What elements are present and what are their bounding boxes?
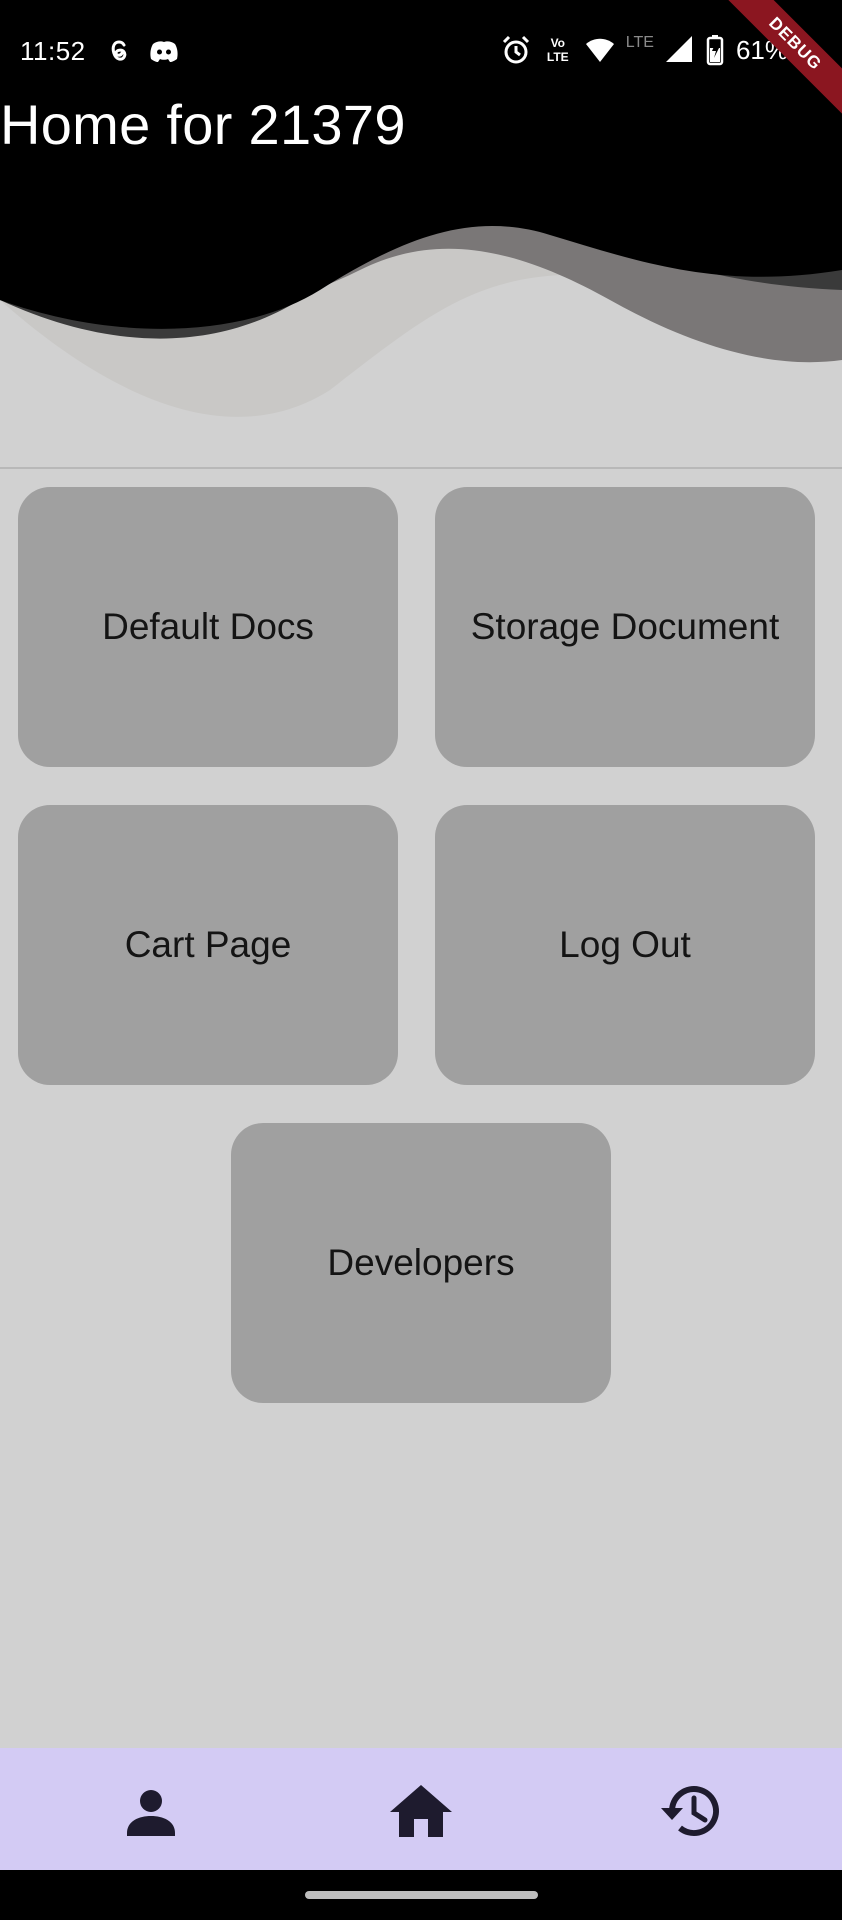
history-icon — [661, 1786, 719, 1837]
nav-home-button[interactable] — [386, 1776, 456, 1846]
nav-history-button[interactable] — [656, 1776, 726, 1846]
signal-icon — [664, 34, 696, 66]
alarm-icon — [500, 34, 532, 66]
default-docs-button[interactable]: Default Docs — [18, 487, 398, 767]
storage-document-button[interactable]: Storage Document — [435, 487, 815, 767]
page-title: Home for 21379 — [0, 93, 406, 156]
developers-button[interactable]: Developers — [231, 1123, 611, 1403]
volte-icon: Vo LTE — [546, 36, 569, 64]
person-icon — [127, 1790, 175, 1836]
header: 11:52 Vo LTE LTE — [0, 0, 842, 470]
header-waves — [0, 0, 842, 470]
status-time: 11:52 — [20, 36, 86, 66]
log-out-button[interactable]: Log Out — [435, 805, 815, 1085]
gesture-handle[interactable] — [305, 1891, 538, 1899]
discord-icon — [148, 36, 178, 66]
status-bar: 11:52 Vo LTE LTE — [0, 0, 842, 100]
threads-icon — [104, 36, 134, 66]
cart-page-button[interactable]: Cart Page — [18, 805, 398, 1085]
header-divider — [0, 467, 842, 469]
home-icon — [390, 1785, 452, 1837]
nav-profile-button[interactable] — [116, 1776, 186, 1846]
bottom-nav — [0, 1748, 842, 1870]
status-icons: Vo LTE LTE 61% — [500, 34, 788, 66]
battery-icon — [706, 34, 724, 66]
lte-label: LTE — [625, 34, 654, 51]
wifi-icon — [584, 34, 616, 66]
